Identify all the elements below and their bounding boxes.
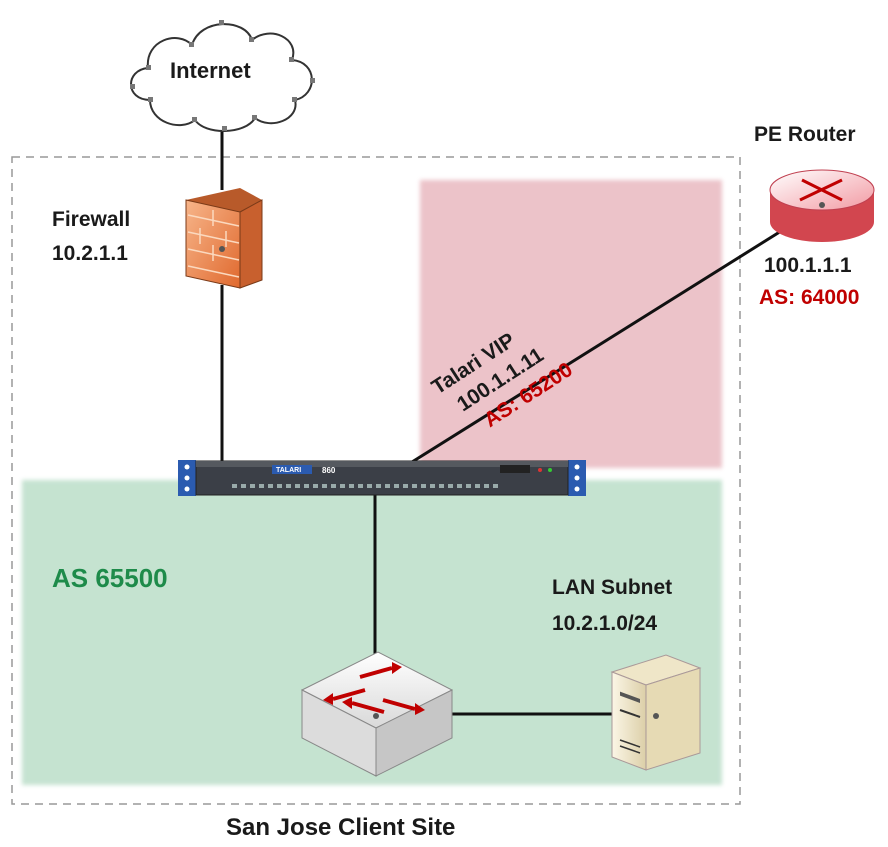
server-icon: [610, 654, 702, 771]
talari-brand: TALARI: [276, 467, 301, 474]
site-boundary: [11, 156, 741, 805]
link-talari-pe-router: [411, 226, 787, 464]
site-name: San Jose Client Site: [226, 814, 456, 841]
wan-zone: [420, 180, 722, 468]
links: [220, 125, 787, 716]
lan-subnet-label: LAN Subnet: [552, 576, 673, 599]
switch-icon: [300, 651, 454, 777]
internet-cloud-icon: [130, 20, 315, 132]
pe-router-label: PE Router: [754, 123, 856, 146]
talari-appliance-icon: [178, 460, 586, 496]
firewall-ip: 10.2.1.1: [52, 242, 128, 265]
router-icon: [769, 169, 875, 242]
pe-router-ip: 100.1.1.1: [764, 254, 852, 277]
talari-model: 860: [322, 466, 336, 475]
pe-router-as: AS: 64000: [759, 286, 860, 309]
internet-label: Internet: [170, 58, 251, 83]
lan-zone-label: AS 65500: [52, 563, 168, 593]
firewall-icon: [185, 188, 263, 289]
firewall-label: Firewall: [52, 208, 131, 231]
lan-subnet-cidr: 10.2.1.0/24: [552, 612, 658, 635]
